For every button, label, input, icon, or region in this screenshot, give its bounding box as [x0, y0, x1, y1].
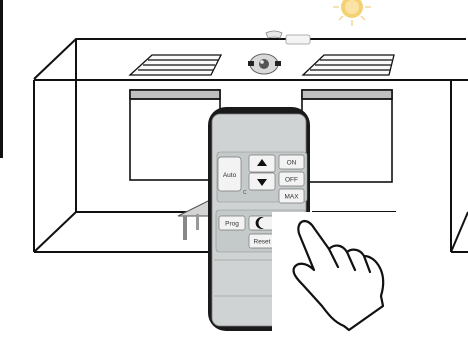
max-button[interactable]: MAX: [278, 188, 305, 204]
night-mode-button[interactable]: [248, 215, 276, 231]
on-button[interactable]: ON: [278, 154, 305, 170]
hand-pointer-icon: [292, 219, 385, 332]
ceiling-light-left: [128, 54, 223, 76]
sun-icon: [333, 0, 371, 26]
up-arrow-button[interactable]: [248, 154, 276, 173]
auto-button-label: Auto: [223, 172, 237, 179]
on-button-label: ON: [287, 160, 297, 167]
reset-button[interactable]: Reset: [248, 233, 276, 249]
left-edge-bar: [0, 0, 3, 158]
reset-button-label: Reset: [254, 239, 271, 246]
off-button[interactable]: OFF: [278, 171, 305, 187]
window-right: [301, 89, 393, 183]
prog-button-label: Prog: [225, 221, 239, 228]
ceiling-sensor-icon: [248, 30, 311, 75]
down-arrow-icon: [257, 179, 267, 186]
moon-icon: [255, 217, 264, 229]
off-button-label: OFF: [285, 177, 298, 184]
window-left: [129, 89, 221, 181]
down-arrow-button[interactable]: [248, 172, 276, 191]
prog-button[interactable]: Prog: [218, 215, 246, 231]
remote-panel-mark: C: [243, 190, 247, 196]
max-button-label: MAX: [284, 194, 299, 201]
auto-button[interactable]: Auto: [217, 156, 242, 192]
ceiling-light-right: [301, 54, 395, 76]
up-arrow-icon: [257, 159, 267, 166]
